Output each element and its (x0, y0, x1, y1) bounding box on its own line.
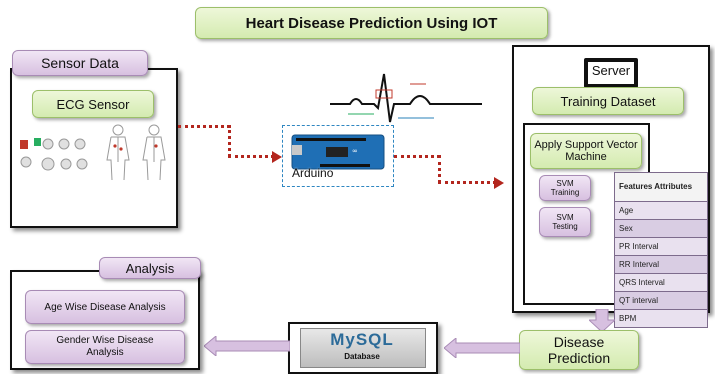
body-outline-back (142, 124, 166, 181)
feature-row: Sex (614, 219, 708, 238)
arrow-sensor-to-arduino-seg2 (228, 125, 231, 157)
feature-row: BPM (614, 309, 708, 328)
feature-sex: Sex (614, 219, 708, 238)
feature-qt-interval: QT interval (614, 291, 708, 310)
apply-svm-box: Apply Support Vector Machine (530, 133, 642, 169)
server-label: Server (591, 63, 631, 78)
feature-row: QRS Interval (614, 273, 708, 292)
svm-testing-box: SVM Testing (539, 207, 591, 237)
electrode-icons (20, 138, 88, 171)
age-wise-analysis-box: Age Wise Disease Analysis (25, 290, 185, 324)
feature-row: QT interval (614, 291, 708, 310)
body-outline-front (106, 124, 130, 181)
svm-training-box: SVM Training (539, 175, 591, 201)
features-table: Features Attributes Age Sex PR Interval … (614, 172, 708, 328)
mysql-logo: MySQL (330, 330, 394, 349)
feature-row: Age (614, 201, 708, 220)
arrow-arduino-to-server-seg3 (438, 181, 496, 184)
arrow-database-to-analysis (204, 336, 290, 356)
feature-bpm: BPM (614, 309, 708, 328)
ecg-sensor-box: ECG Sensor (32, 90, 154, 118)
arrow-arduino-to-server-seg2 (438, 155, 441, 183)
feature-qrs-interval: QRS Interval (614, 273, 708, 292)
arrow-prediction-to-database (444, 338, 520, 358)
arrow-server-to-prediction (589, 309, 615, 333)
database-label: Database (344, 352, 380, 361)
svg-text:∞: ∞ (352, 147, 358, 155)
gender-wise-analysis-box: Gender Wise Disease Analysis (25, 330, 185, 364)
arrow-head-server (494, 177, 504, 189)
diagram-title: Heart Disease Prediction Using IOT (195, 7, 548, 39)
sensor-data-tab: Sensor Data (12, 50, 148, 76)
feature-row: RR Interval (614, 255, 708, 274)
arduino-label: Arduino (292, 166, 334, 180)
features-header: Features Attributes (614, 172, 708, 202)
arrow-head-arduino (272, 151, 282, 163)
feature-row: PR Interval (614, 237, 708, 256)
training-dataset-box: Training Dataset (532, 87, 684, 115)
ecg-waveform (330, 73, 482, 123)
disease-prediction-box: Disease Prediction (519, 330, 639, 370)
database-inner (300, 328, 426, 368)
arduino-frame (282, 125, 394, 187)
feature-pr-interval: PR Interval (614, 237, 708, 256)
arduino-board-icon: ∞ (291, 134, 385, 170)
features-header-row: Features Attributes (614, 172, 708, 202)
feature-rr-interval: RR Interval (614, 255, 708, 274)
feature-age: Age (614, 201, 708, 220)
arrow-arduino-to-server-seg1 (394, 155, 440, 158)
arrow-sensor-to-arduino-seg3 (228, 155, 274, 158)
arrow-sensor-to-arduino-seg1 (178, 125, 230, 128)
ecg-sensor-illustration (20, 124, 166, 181)
analysis-tab: Analysis (99, 257, 201, 279)
